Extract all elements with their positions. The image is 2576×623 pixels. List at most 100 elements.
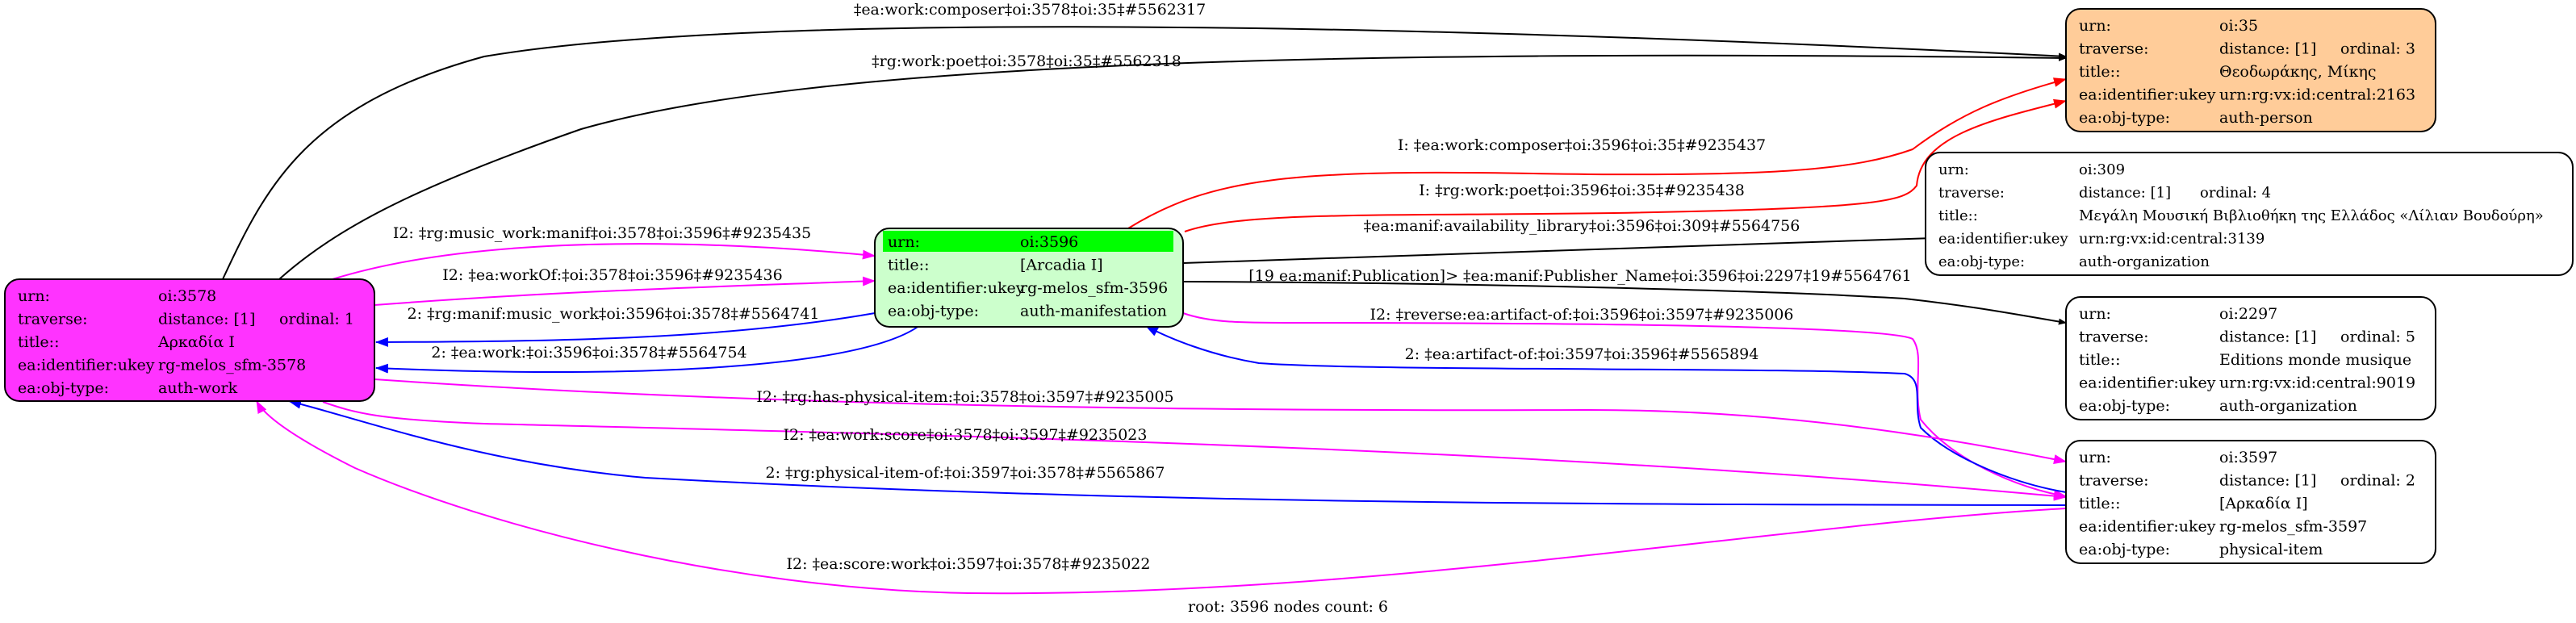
node-field-value: oi:3597 xyxy=(2219,449,2277,466)
edge-14[interactable] xyxy=(288,399,2067,506)
node-field-key: ea:identifier:ukey xyxy=(1938,231,2068,248)
edge-7[interactable] xyxy=(1184,98,2067,232)
node-box xyxy=(1925,152,2574,276)
node-field-value: physical-item xyxy=(2219,541,2323,558)
node-box xyxy=(2065,296,2436,420)
node-box xyxy=(2065,8,2436,132)
node-field-key: title:: xyxy=(1938,207,1978,224)
edge-label: I2: ‡ea:score:work‡oi:3597‡oi:3578‡#9235… xyxy=(787,555,1151,573)
node-field-key: ea:obj-type: xyxy=(2079,541,2170,558)
node-field-value: urn:rg:vx:id:central:2163 xyxy=(2219,86,2415,104)
node-field-key: ea:identifier:ukey xyxy=(2079,374,2216,392)
node-field-value: distance: [1] xyxy=(2219,40,2316,58)
edge-label: ‡rg:work:poet‡oi:3578‡oi:35‡#5562318 xyxy=(872,52,1181,70)
node-field-value: Θεοδωράκης, Μίκης xyxy=(2219,63,2377,81)
edge-label: I2: ‡rg:has-physical-item:‡oi:3578‡oi:35… xyxy=(756,388,1173,406)
node-field-key: urn: xyxy=(888,233,920,251)
edge-label: 2: ‡ea:artifact-of:‡oi:3597‡oi:3596‡#556… xyxy=(1405,345,1759,363)
edge-label: ‡ea:manif:availability_library‡oi:3596‡o… xyxy=(1364,217,1800,235)
node-field-value: oi:3578 xyxy=(158,287,216,305)
node-field-value: [Αρκαδία I] xyxy=(2219,495,2308,512)
edge-8[interactable] xyxy=(1182,235,1934,264)
node-field-key: urn: xyxy=(1938,161,1969,178)
node-box xyxy=(874,228,1184,328)
highlight-cell xyxy=(1017,231,1173,252)
node-field-value: distance: [1] xyxy=(2219,328,2316,346)
node-field-value: auth-person xyxy=(2219,109,2313,127)
edge-label: I2: ‡ea:work:score‡oi:3578‡oi:3597‡#9235… xyxy=(784,426,1148,444)
node-field-value: oi:35 xyxy=(2219,17,2258,35)
edge-2[interactable] xyxy=(332,243,876,280)
highlight-cell xyxy=(883,231,1017,252)
node-field-key: traverse: xyxy=(18,311,88,328)
node-field-value: auth-work xyxy=(158,379,238,397)
node-field-extra: ordinal: 4 xyxy=(2200,185,2271,202)
edge-13[interactable] xyxy=(322,401,2067,501)
node-field-value: urn:rg:vx:id:central:9019 xyxy=(2219,374,2415,392)
edge-10[interactable] xyxy=(1182,312,2067,500)
node-field-key: urn: xyxy=(2079,305,2111,323)
node-field-value: rg-melos_sfm-3597 xyxy=(2219,518,2367,536)
edge-label: 2: ‡rg:manif:music_work‡oi:3596‡oi:3578‡… xyxy=(408,305,820,323)
node-field-key: ea:obj-type: xyxy=(18,379,109,397)
node-field-key: ea:identifier:ukey xyxy=(2079,86,2216,104)
node-field-key: ea:identifier:ukey xyxy=(888,279,1025,297)
edge-6[interactable] xyxy=(1127,77,2067,229)
node-field-key: title:: xyxy=(2079,351,2120,369)
node-field-key: traverse: xyxy=(2079,328,2149,346)
node-field-value: rg-melos_sfm-3578 xyxy=(158,357,306,374)
node-field-key: ea:obj-type: xyxy=(2079,109,2170,127)
edge-label: I2: ‡ea:workOf:‡oi:3578‡oi:3596‡#9235436 xyxy=(442,266,782,284)
edge-0[interactable] xyxy=(222,26,2067,280)
node-field-key: traverse: xyxy=(2079,472,2149,490)
node-field-key: title:: xyxy=(888,257,929,274)
edge-11[interactable] xyxy=(1145,325,2067,493)
node-field-key: title:: xyxy=(2079,495,2120,512)
node-field-value: oi:309 xyxy=(2079,161,2125,178)
edge-label: 2: ‡rg:physical-item-of:‡oi:3597‡oi:3578… xyxy=(766,464,1165,482)
edges-layer xyxy=(222,26,2067,595)
node-box xyxy=(4,278,375,402)
node-field-extra: ordinal: 1 xyxy=(279,311,354,328)
node-field-value: distance: [1] xyxy=(2219,472,2316,490)
node-field-value: distance: [1] xyxy=(158,311,255,328)
edge-label: I2: ‡rg:music_work:manif‡oi:3578‡oi:3596… xyxy=(393,224,811,242)
node-field-extra: ordinal: 3 xyxy=(2340,40,2415,58)
node-field-value: auth-organization xyxy=(2219,397,2357,415)
node-field-value: Αρκαδία I xyxy=(157,333,235,351)
node-field-key: title:: xyxy=(2079,63,2120,81)
edge-label: I: ‡rg:work:poet‡oi:3596‡oi:35‡#9235438 xyxy=(1419,182,1745,199)
node-field-key: ea:identifier:ukey xyxy=(18,357,155,374)
node-field-value: Editions monde musique xyxy=(2219,351,2411,369)
node-field-value: auth-organization xyxy=(2079,253,2210,270)
node-field-extra: ordinal: 5 xyxy=(2340,328,2415,346)
edge-15[interactable] xyxy=(256,400,2067,595)
node-field-key: traverse: xyxy=(2079,40,2149,58)
node-field-key: ea:obj-type: xyxy=(2079,397,2170,415)
edge-4[interactable] xyxy=(375,312,876,347)
edge-9[interactable] xyxy=(1182,281,2067,325)
edge-label: I2: ‡reverse:ea:artifact-of:‡oi:3596‡oi:… xyxy=(1370,306,1794,324)
edge-1[interactable] xyxy=(278,54,2067,280)
node-field-key: title:: xyxy=(18,333,59,351)
edge-5[interactable] xyxy=(375,324,921,374)
node-field-key: ea:obj-type: xyxy=(888,303,979,320)
node-field-value: [Arcadia I] xyxy=(1020,257,1103,274)
edge-3[interactable] xyxy=(374,276,876,306)
edge-label: ‡ea:work:composer‡oi:3578‡oi:35‡#5562317 xyxy=(854,1,1206,19)
edge-label: [19 ea:manif:Publication]> ‡ea:manif:Pub… xyxy=(1248,267,1911,285)
graph-footer: root: 3596 nodes count: 6 xyxy=(1188,598,1388,616)
edge-12[interactable] xyxy=(374,378,2067,464)
node-field-value: Μεγάλη Μουσική Βιβλιοθήκη της Ελλάδος «Λ… xyxy=(2079,207,2544,224)
node-field-key: ea:obj-type: xyxy=(1938,253,2025,270)
edge-labels-layer: ‡ea:work:composer‡oi:3578‡oi:35‡#5562317… xyxy=(393,1,1912,573)
node-field-value: rg-melos_sfm-3596 xyxy=(1020,279,1168,297)
node-field-value: distance: [1] xyxy=(2079,185,2171,202)
